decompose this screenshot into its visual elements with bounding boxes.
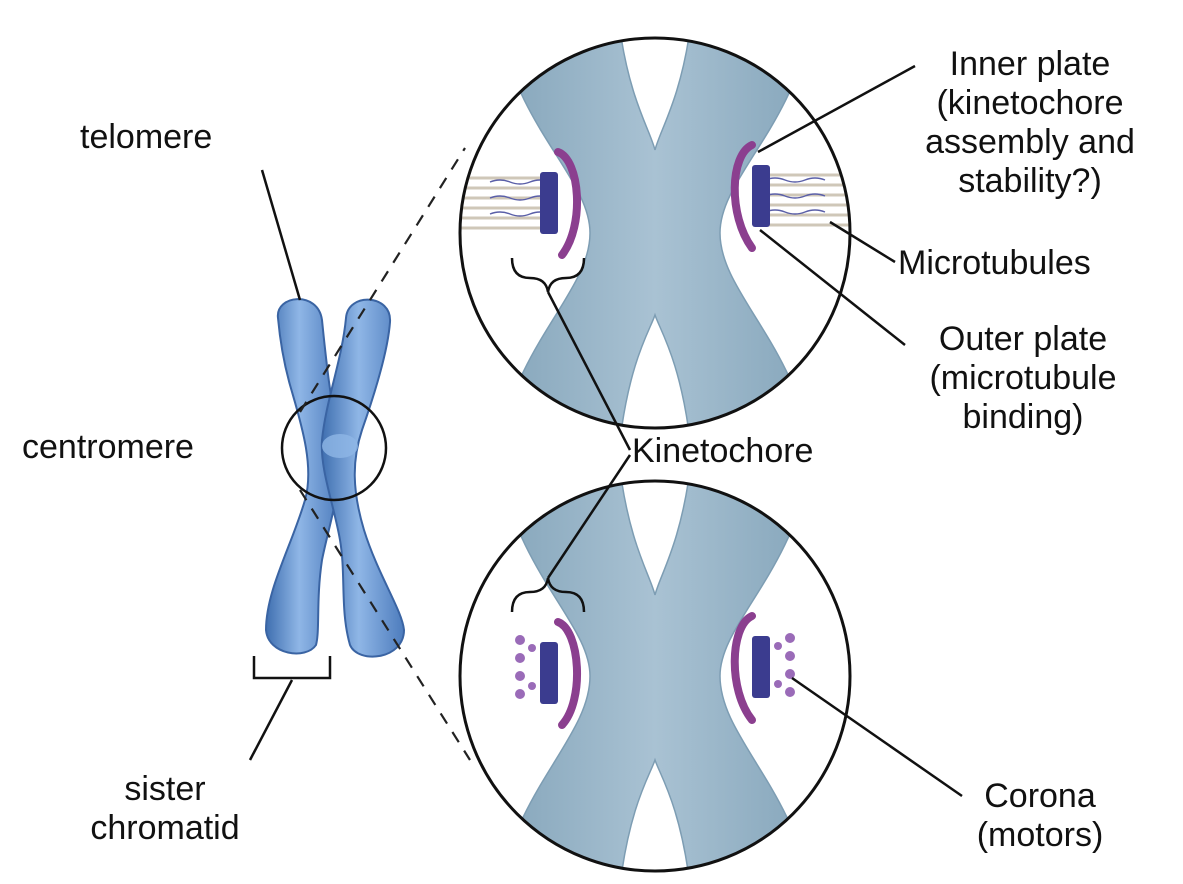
- label-microtubules: Microtubules: [898, 244, 1091, 283]
- outer-plate-right-bottom: [752, 636, 770, 698]
- right-chromatid: [322, 300, 404, 657]
- label-inner-plate-line-1: Inner plate: [905, 45, 1155, 84]
- label-inner-plate-line-4: stability?): [905, 162, 1155, 201]
- label-sister-chromatid: sister chromatid: [70, 770, 260, 848]
- label-inner-plate-line-2: (kinetochore: [905, 84, 1155, 123]
- label-sister-chromatid-line-1: sister: [70, 770, 260, 809]
- outer-plate-right: [752, 165, 770, 227]
- zoom-circle-top: [455, 30, 855, 440]
- label-centromere: centromere: [22, 428, 194, 467]
- chromatid-bracket: [254, 656, 330, 678]
- centromere-constriction: [322, 434, 358, 458]
- leader-sister-chromatid: [250, 680, 292, 760]
- label-sister-chromatid-line-2: chromatid: [70, 809, 260, 848]
- zoom-circle-bottom: [455, 470, 855, 884]
- label-outer-plate-line-1: Outer plate: [898, 320, 1148, 359]
- label-corona-line-2: (motors): [950, 816, 1130, 855]
- label-kinetochore: Kinetochore: [632, 432, 813, 471]
- label-outer-plate-line-2: (microtubule: [898, 359, 1148, 398]
- label-corona: Corona (motors): [950, 777, 1130, 855]
- outer-plate-left-bottom: [540, 642, 558, 704]
- chromosome: [266, 299, 404, 656]
- label-telomere: telomere: [80, 118, 212, 157]
- leader-telomere: [262, 170, 300, 300]
- label-inner-plate: Inner plate (kinetochore assembly and st…: [905, 45, 1155, 201]
- outer-plate-left: [540, 172, 558, 234]
- label-corona-line-1: Corona: [950, 777, 1130, 816]
- label-outer-plate-line-3: binding): [898, 398, 1148, 437]
- label-inner-plate-line-3: assembly and: [905, 123, 1155, 162]
- label-outer-plate: Outer plate (microtubule binding): [898, 320, 1148, 437]
